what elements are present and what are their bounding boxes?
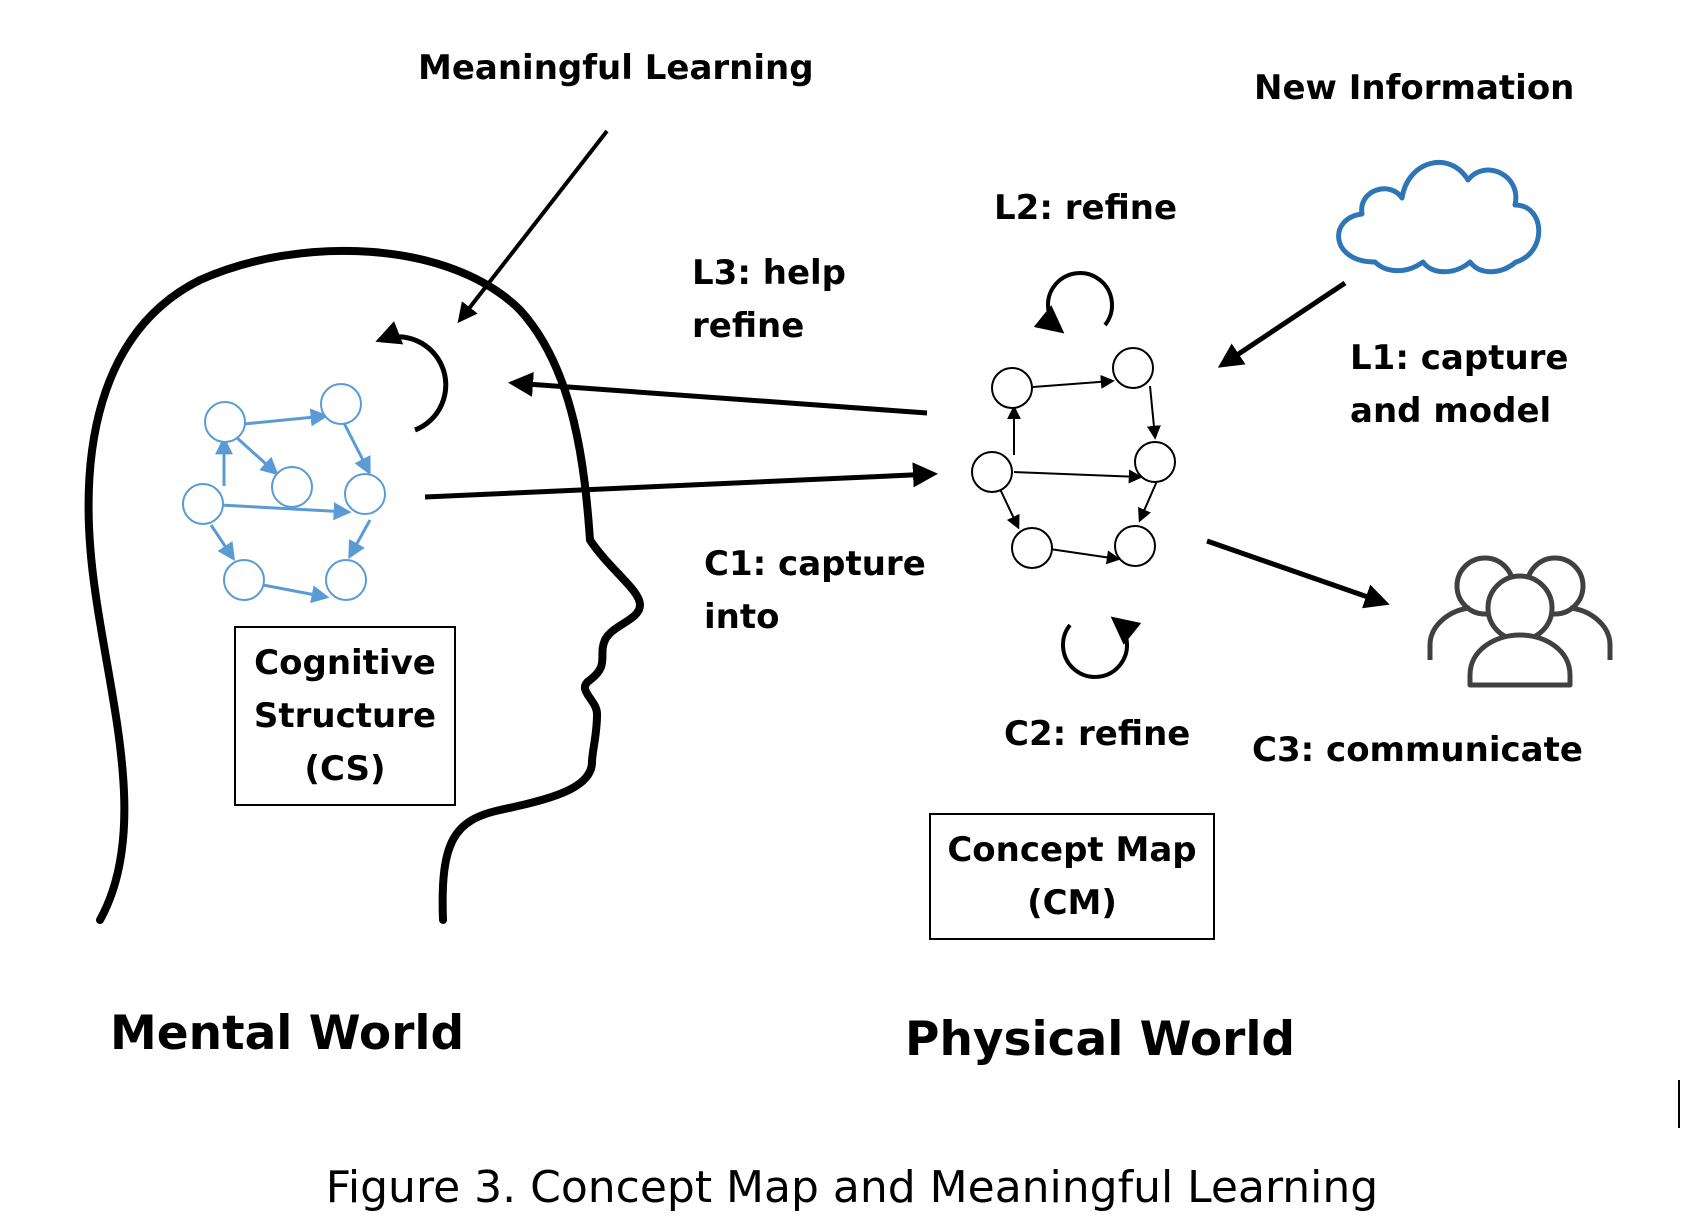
c3-arrow	[1206, 538, 1390, 609]
l1-label-line2: and model	[1350, 391, 1552, 431]
cs-network	[209, 408, 372, 604]
meaningful-learning-arrow	[457, 129, 609, 324]
physical-world-title: Physical World	[905, 1012, 1296, 1067]
l3-label-line2: refine	[692, 306, 805, 346]
cm-nodes	[971, 347, 1176, 569]
people-group-icon	[1427, 555, 1613, 688]
cs-nodes	[182, 383, 386, 601]
cognitive-structure-box: Cognitive Structure (CS)	[234, 626, 456, 806]
cloud-icon	[1336, 160, 1542, 275]
text-cursor	[1678, 1080, 1680, 1128]
c1-label-line1: C1: capture	[704, 544, 926, 584]
l1-arrow	[1217, 280, 1347, 368]
meaningful-learning-label: Meaningful Learning	[418, 48, 814, 88]
l1-label-line1: L1: capture	[1350, 338, 1569, 378]
cs-box-line2: Structure	[253, 695, 437, 736]
figure-caption: Figure 3. Concept Map and Meaningful Lea…	[325, 1162, 1379, 1213]
head-silhouette-icon	[84, 246, 644, 924]
head-cycle-arrow	[375, 321, 449, 433]
l3-arrow	[508, 371, 928, 416]
c1-arrow	[424, 462, 938, 500]
cm-network	[999, 374, 1161, 565]
c2-label: C2: refine	[1004, 714, 1191, 754]
c1-label-line2: into	[704, 597, 780, 637]
new-information-label: New Information	[1254, 68, 1575, 108]
l2-label: L2: refine	[994, 188, 1178, 228]
l3-label-line1: L3: help	[692, 253, 847, 293]
cm-box-line1: Concept Map	[947, 829, 1197, 870]
cs-box-line1: Cognitive	[254, 642, 436, 683]
cm-box-line2: (CM)	[1027, 882, 1117, 923]
c3-label: C3: communicate	[1252, 730, 1583, 770]
concept-map-box: Concept Map (CM)	[929, 813, 1215, 940]
cs-box-line3: (CS)	[304, 748, 386, 789]
l2-cycle-arrow	[1033, 271, 1114, 334]
mental-world-title: Mental World	[110, 1006, 465, 1061]
c2-cycle-arrow	[1061, 616, 1142, 679]
